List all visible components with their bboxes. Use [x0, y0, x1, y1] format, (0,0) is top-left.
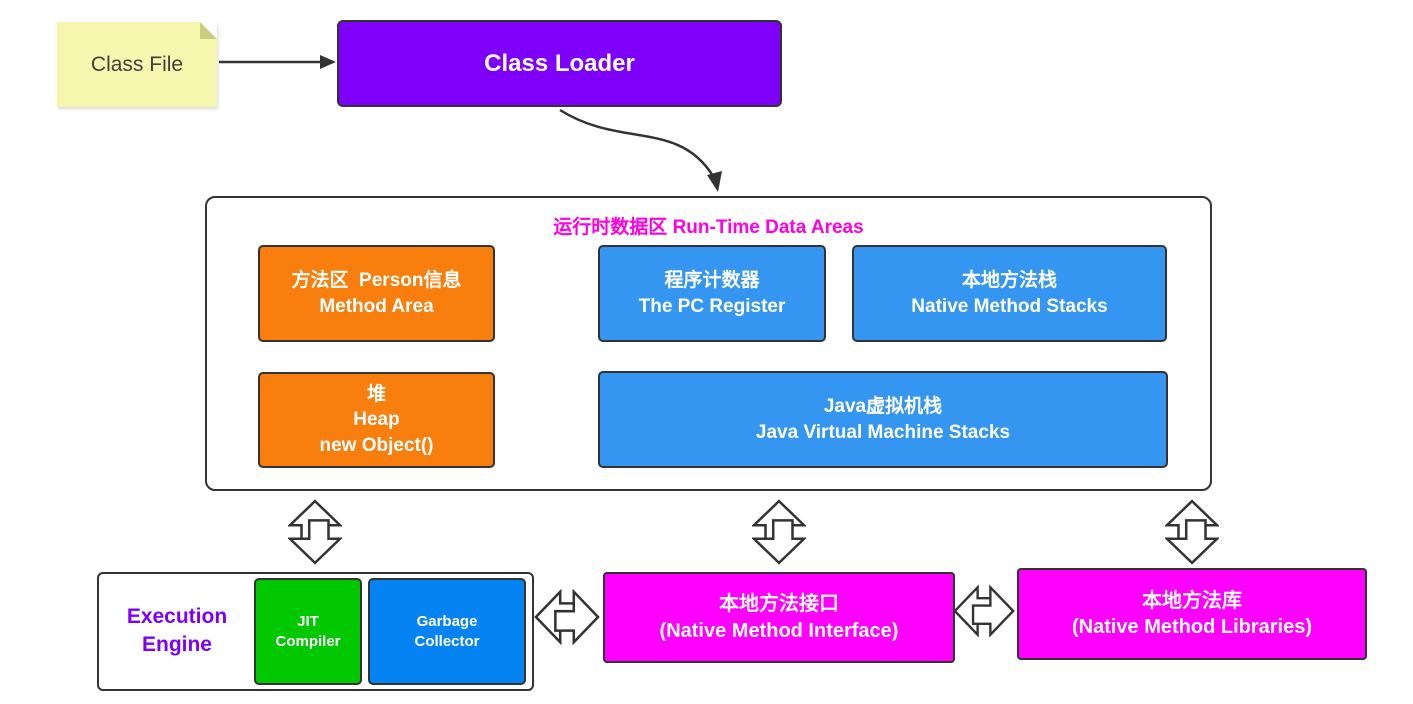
method-area-line1: 方法区 Person信息 — [291, 270, 462, 292]
native-method-stacks-box: 本地方法栈 Native Method Stacks — [852, 245, 1167, 342]
classfile-to-loader-arrow — [219, 55, 336, 69]
exec-nmi-double-arrow — [534, 590, 600, 644]
jit-compiler-box: JIT Compiler — [254, 578, 362, 685]
native-method-stacks-line1: 本地方法栈 — [961, 270, 1057, 292]
note-folded-corner — [200, 22, 217, 39]
jvm-stacks-line2: Java Virtual Machine Stacks — [755, 421, 1011, 443]
pc-register-box: 程序计数器 The PC Register — [598, 245, 826, 342]
native-method-interface-line2: (Native Method Interface) — [659, 619, 899, 642]
method-area-box: 方法区 Person信息 Method Area — [258, 245, 495, 342]
heap-line1: 堆 — [366, 384, 386, 406]
class-file-label: Class File — [90, 52, 184, 76]
heap-line3: new Object() — [319, 434, 434, 456]
runtime-nml-double-arrow — [1165, 499, 1219, 565]
execution-engine-line2: Engine — [141, 633, 212, 657]
runtime-data-areas-title: 运行时数据区 Run-Time Data Areas — [553, 217, 864, 238]
native-method-libraries-line2: (Native Method Libraries) — [1071, 616, 1313, 638]
nmi-nml-double-arrow — [953, 586, 1015, 636]
garbage-collector-box: Garbage Collector — [368, 578, 526, 685]
jvm-stacks-line1: Java虚拟机栈 — [823, 396, 943, 418]
garbage-collector-line2: Collector — [414, 632, 480, 650]
execution-engine-line1: Execution — [126, 605, 228, 628]
heap-line2: Heap — [353, 409, 400, 431]
native-method-libraries-line1: 本地方法库 — [1142, 589, 1242, 612]
execution-engine-label: Execution Engine — [107, 603, 247, 660]
native-method-libraries-box: 本地方法库 (Native Method Libraries) — [1017, 568, 1367, 660]
class-file-note: Class File — [57, 22, 217, 107]
heap-box: 堆 Heap new Object() — [258, 372, 495, 468]
pc-register-line2: The PC Register — [638, 295, 786, 317]
jit-compiler-line2: Compiler — [275, 632, 341, 650]
class-loader-box: Class Loader — [337, 20, 782, 107]
method-area-line2: Method Area — [319, 295, 434, 317]
jvm-stacks-box: Java虚拟机栈 Java Virtual Machine Stacks — [598, 371, 1168, 468]
garbage-collector-line1: Garbage — [416, 612, 478, 630]
jit-compiler-line1: JIT — [297, 612, 319, 630]
runtime-nmi-double-arrow — [752, 499, 806, 565]
native-method-stacks-line2: Native Method Stacks — [911, 295, 1108, 317]
pc-register-line1: 程序计数器 — [664, 270, 760, 292]
loader-to-runtime-arrow — [559, 108, 722, 192]
class-loader-label: Class Loader — [484, 49, 635, 77]
runtime-exec-double-arrow — [288, 499, 342, 565]
native-method-interface-box: 本地方法接口 (Native Method Interface) — [603, 572, 955, 663]
native-method-interface-line1: 本地方法接口 — [719, 593, 839, 616]
